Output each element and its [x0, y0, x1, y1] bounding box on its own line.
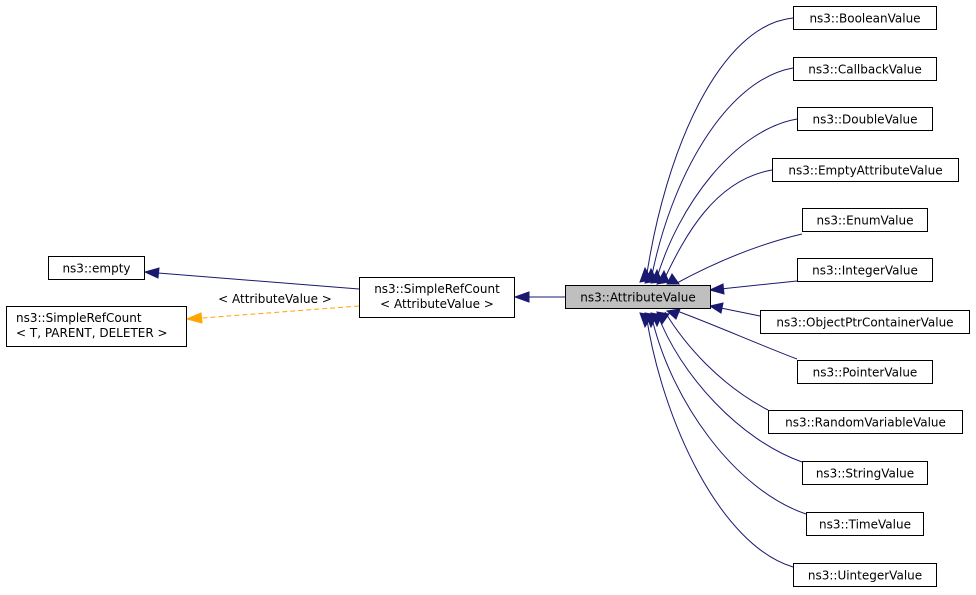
node-integer-value[interactable]: ns3::IntegerValue [797, 258, 933, 282]
edge-srcount-to-empty [157, 272, 360, 290]
node-pointer-value[interactable]: ns3::PointerValue [797, 360, 933, 384]
node-template-label-2: < T, PARENT, DELETER > [16, 326, 168, 340]
node-simple-ref-count-template[interactable]: ns3::SimpleRefCount < T, PARENT, DELETER… [6, 306, 187, 347]
edge-integer [710, 280, 798, 291]
node-uinteger-label: ns3::UintegerValue [808, 569, 922, 583]
arrowhead-top-5 [666, 273, 680, 285]
node-simple-ref-count-attribute-value[interactable]: ns3::SimpleRefCount < AttributeValue > [359, 277, 515, 318]
node-srcount-label-1: ns3::SimpleRefCount [374, 282, 500, 296]
node-random-label: ns3::RandomVariableValue [785, 416, 946, 430]
edge-pointer [676, 310, 798, 360]
arrowhead-right-1 [708, 283, 725, 295]
node-boolean-value[interactable]: ns3::BooleanValue [793, 6, 937, 30]
node-enum-value[interactable]: ns3::EnumValue [802, 208, 928, 232]
node-pointer-label: ns3::PointerValue [813, 366, 918, 380]
node-boolean-label: ns3::BooleanValue [809, 12, 920, 26]
arrowhead-right-2 [708, 302, 724, 314]
edge-uinteger [645, 313, 794, 568]
node-time-label: ns3::TimeValue [819, 518, 911, 532]
node-empty-attribute-value[interactable]: ns3::EmptyAttributeValue [772, 158, 959, 182]
node-empty[interactable]: ns3::empty [48, 256, 145, 280]
edge-double [655, 118, 798, 282]
node-time-value[interactable]: ns3::TimeValue [806, 512, 924, 536]
arrowhead-srcount [513, 291, 530, 303]
edge-template [201, 305, 360, 319]
edge-time [650, 313, 807, 515]
node-objptr-label: ns3::ObjectPtrContainerValue [776, 316, 953, 330]
edge-enum [674, 233, 803, 285]
node-string-label: ns3::StringValue [816, 467, 914, 481]
node-uinteger-value[interactable]: ns3::UintegerValue [793, 563, 937, 587]
node-callback-label: ns3::CallbackValue [808, 63, 921, 77]
node-template-label-1: ns3::SimpleRefCount [16, 311, 142, 325]
edge-boolean [645, 17, 794, 281]
node-string-value[interactable]: ns3::StringValue [802, 461, 928, 485]
node-double-label: ns3::DoubleValue [812, 113, 917, 127]
edge-callback [650, 67, 794, 281]
arrowhead-top-4 [656, 269, 670, 285]
child-arrowheads [639, 266, 725, 329]
edge-string [656, 312, 803, 463]
arrowhead-bottom-1 [665, 308, 681, 320]
arrowhead-empty [143, 267, 160, 279]
node-empty-attr-label: ns3::EmptyAttributeValue [788, 164, 942, 178]
node-srcount-label-2: < AttributeValue > [380, 297, 494, 311]
node-attribute-value-label: ns3::AttributeValue [580, 291, 696, 305]
template-arg-label: < AttributeValue > [218, 292, 332, 306]
node-integer-label: ns3::IntegerValue [812, 264, 918, 278]
arrowhead-template [185, 312, 203, 324]
node-empty-label: ns3::empty [62, 262, 130, 276]
node-callback-value[interactable]: ns3::CallbackValue [793, 57, 937, 81]
edge-random [664, 311, 769, 411]
node-attribute-value[interactable]: ns3::AttributeValue [565, 285, 711, 309]
node-double-value[interactable]: ns3::DoubleValue [797, 107, 933, 131]
node-object-ptr-container-value[interactable]: ns3::ObjectPtrContainerValue [760, 310, 970, 334]
arrowhead-bottom-5 [639, 312, 653, 329]
child-edges [645, 17, 807, 568]
node-enum-label: ns3::EnumValue [816, 214, 913, 228]
edge-empty-attr [662, 169, 773, 283]
node-random-variable-value[interactable]: ns3::RandomVariableValue [768, 410, 963, 434]
